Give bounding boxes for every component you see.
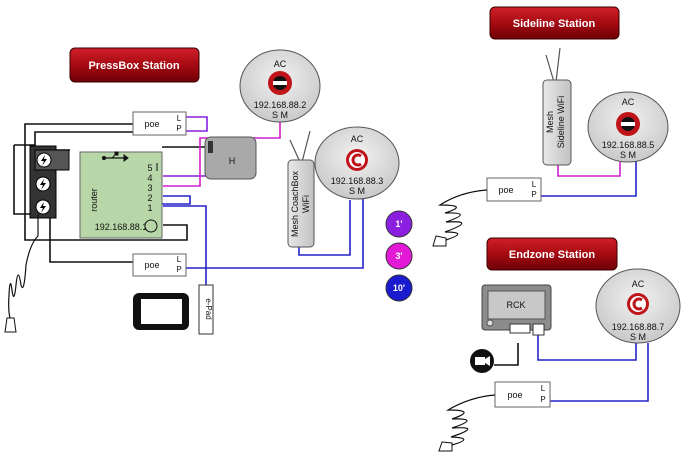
brand-logo-icon — [616, 112, 640, 136]
poe-injector-pressbox-bottom: poe L P — [132, 253, 187, 277]
brand-logo-icon — [627, 293, 649, 315]
router-port-3: 3 — [147, 183, 152, 193]
sideline-station-title: Sideline Station — [513, 18, 596, 30]
brand-logo-icon — [268, 71, 292, 95]
rck-label: RCK — [506, 300, 525, 310]
endzone-station-title: Endzone Station — [509, 249, 595, 261]
hub: H — [204, 136, 257, 180]
legend-10ft: 10' — [385, 274, 413, 302]
poe-port-p: P — [176, 124, 181, 133]
power-strip — [29, 145, 70, 219]
ipad-label: e-Pad — [204, 298, 213, 319]
poe-label: poe — [498, 185, 513, 195]
legend-3ft: 3' — [385, 242, 413, 270]
power-outlet-icon — [35, 199, 51, 215]
access-point-coachbox: AC 192.168.88.3 S M — [314, 126, 400, 200]
usb-icon — [101, 151, 129, 162]
power-cord-coil — [432, 189, 488, 247]
ap-sm: S M — [272, 110, 288, 120]
cable-length-legend: 1' 3' 10' — [385, 210, 413, 302]
poe-port-p: P — [531, 190, 536, 199]
ap-ip: 192.168.88.7 — [612, 322, 665, 332]
poe-port-p: P — [540, 395, 545, 404]
ap-ip: 192.168.88.3 — [331, 176, 384, 186]
poe-label: poe — [507, 390, 522, 400]
mesh-sideline-line1: Mesh — [545, 111, 555, 133]
camera-icon — [470, 349, 494, 373]
poe-port-l: L — [532, 180, 537, 189]
mesh-coachbox-line2: WiFi — [301, 195, 311, 213]
router-port-5: 5 — [147, 163, 152, 173]
sideline-station-banner: Sideline Station — [489, 6, 620, 40]
poe-injector-pressbox-top: poe L P — [132, 111, 187, 136]
legend-1ft-label: 1' — [395, 219, 402, 229]
rck-device: RCK — [481, 284, 552, 336]
ipad-device: e-Pad — [133, 284, 214, 335]
pressbox-station-title: PressBox Station — [88, 60, 179, 72]
ap-label: AC — [622, 97, 635, 107]
poe-injector-endzone: poe L P — [494, 381, 551, 408]
ap-label: AC — [632, 279, 645, 289]
router-port-2: 2 — [147, 193, 152, 203]
hub-label: H — [229, 156, 236, 166]
ap-ip: 192.168.88.5 — [602, 140, 655, 150]
legend-3ft-label: 3' — [395, 251, 402, 261]
router-port-4: 4 — [147, 173, 152, 183]
mesh-sideline-line2: Sideline WiFi — [556, 96, 566, 149]
ap-sm: S M — [349, 186, 365, 196]
router-name: router — [89, 188, 99, 212]
power-outlet-icon — [36, 152, 52, 168]
poe-label: poe — [144, 260, 159, 270]
ap-label: AC — [274, 59, 287, 69]
ap-label: AC — [351, 134, 364, 144]
poe-label: poe — [144, 119, 159, 129]
mesh-sideline-node: Mesh Sideline WiFi — [542, 47, 572, 166]
power-outlet-icon — [35, 176, 51, 192]
legend-10ft-label: 10' — [393, 283, 405, 293]
poe-port-l: L — [177, 255, 182, 264]
ap-sm: S M — [620, 150, 636, 160]
poe-injector-sideline: poe L P — [486, 177, 542, 202]
ap-ip: 192.168.88.2 — [254, 100, 307, 110]
power-button-icon — [144, 219, 158, 233]
router: router 192.168.88.1 5 4 3 2 1 — [79, 151, 163, 239]
ap-sm: S M — [630, 332, 646, 342]
cables — [13, 116, 649, 402]
mesh-coachbox-line1: Mesh CoachBox — [290, 170, 300, 237]
access-point-sideline: AC 192.168.88.5 S M — [587, 91, 669, 163]
power-cord-coil — [4, 214, 39, 333]
access-point-pressbox: AC 192.168.88.2 S M — [239, 49, 321, 123]
brand-logo-icon — [346, 149, 368, 171]
poe-port-l: L — [177, 114, 182, 123]
power-cord-coil — [438, 394, 496, 452]
poe-port-p: P — [176, 265, 181, 274]
endzone-station-banner: Endzone Station — [486, 237, 618, 271]
mesh-coachbox-node: Mesh CoachBox WiFi — [287, 130, 315, 248]
router-port-1: 1 — [147, 203, 152, 213]
pressbox-station-banner: PressBox Station — [69, 47, 200, 83]
legend-1ft: 1' — [385, 210, 413, 238]
router-ip: 192.168.88.1 — [95, 222, 148, 232]
poe-port-l: L — [541, 384, 546, 393]
access-point-endzone: AC 192.168.88.7 S M — [595, 268, 681, 344]
